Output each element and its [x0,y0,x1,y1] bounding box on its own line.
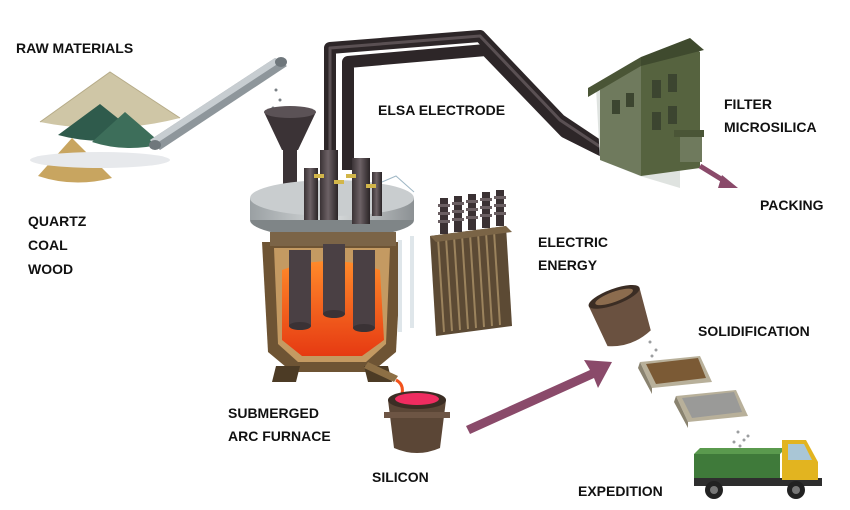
label-packing: PACKING [760,197,824,213]
silicon-flow-arrow [466,360,612,434]
filter-building [588,38,704,188]
packing-arrow [698,163,738,188]
raw-material-piles [30,71,181,183]
label-filter: FILTER [724,96,772,112]
label-raw-materials: RAW MATERIALS [16,40,134,56]
label-energy: ENERGY [538,257,598,273]
expedition-truck [694,440,822,499]
label-microsilica: MICROSILICA [724,119,817,135]
label-expedition: EXPEDITION [578,483,663,499]
label-submerged: SUBMERGED [228,405,320,421]
transformer [398,190,512,336]
silicon-ladle [384,391,450,453]
label-solidification: SOLIDIFICATION [698,323,810,339]
label-arc-furnace: ARC FURNACE [228,428,331,444]
label-quartz: QUARTZ [28,213,87,229]
label-coal: COAL [28,237,68,253]
conveyor-belt [149,57,287,150]
label-silicon: SILICON [372,469,429,485]
solidification-molds [588,284,750,448]
arc-furnace [250,106,415,395]
label-electric: ELECTRIC [538,234,608,250]
label-wood: WOOD [28,261,74,277]
label-elsa-electrode: ELSA ELECTRODE [378,102,506,118]
